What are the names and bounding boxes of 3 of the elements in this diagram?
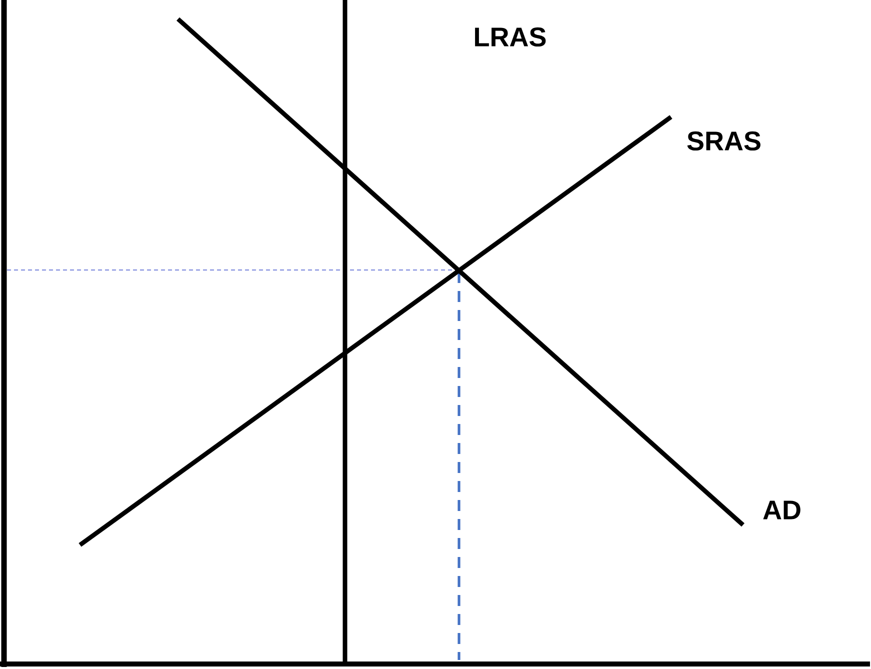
curve-label: AD [763, 500, 800, 520]
curve-label: SRAS [687, 131, 760, 151]
curve-label: LRAS [475, 27, 546, 47]
